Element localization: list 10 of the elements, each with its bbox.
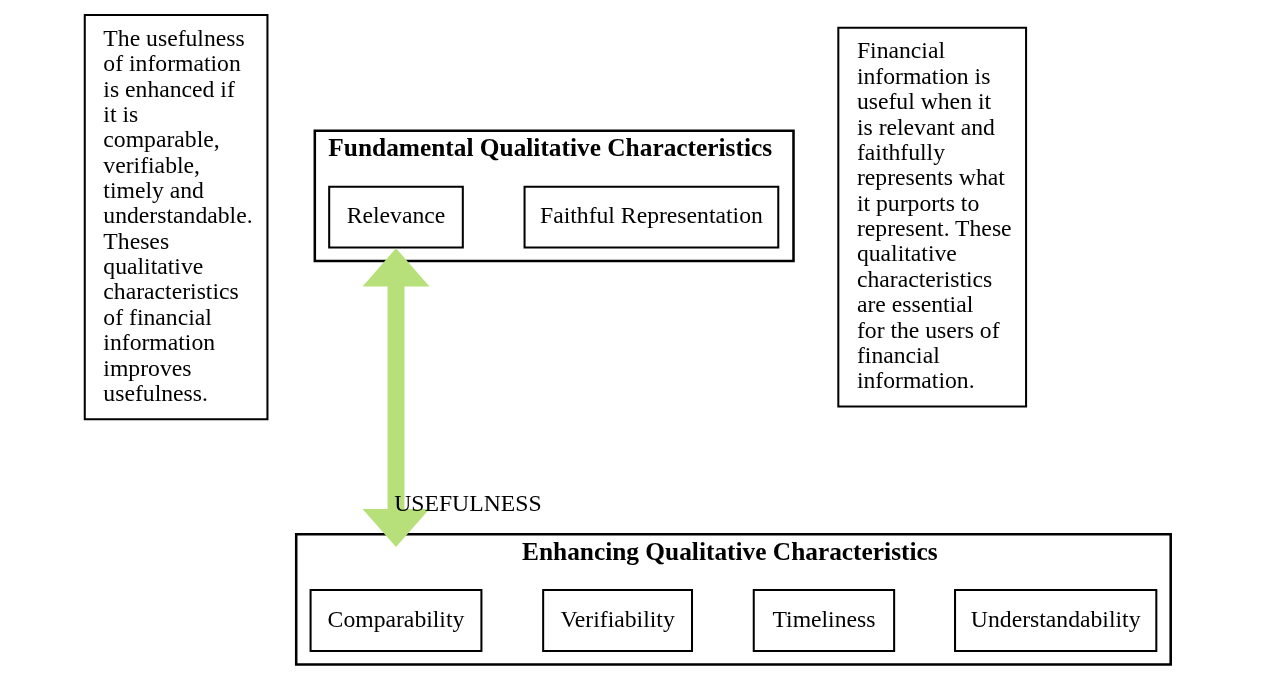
node-box: The usefulness of information is enhanced if it is comparable, verifiable, timely and understandable. Theses qualitative characteristics of financial information improves usefulness. (83, 13, 268, 421)
node-box: Timeliness (752, 589, 895, 652)
arrow (362, 248, 429, 548)
node-box: Verifiability (541, 589, 693, 652)
edge-label: USEFULNESS (393, 489, 542, 516)
node-box: Understandability (953, 589, 1157, 652)
node-box: Relevance (327, 185, 464, 249)
node-box: Comparability (309, 589, 482, 652)
node-box: Financial information is useful when it is relevant and faithfully represents what it purports to represent. These qualitative characteristics are essential for the users of financial information. (836, 26, 1027, 408)
node-box: Faithful Representation (523, 185, 779, 249)
